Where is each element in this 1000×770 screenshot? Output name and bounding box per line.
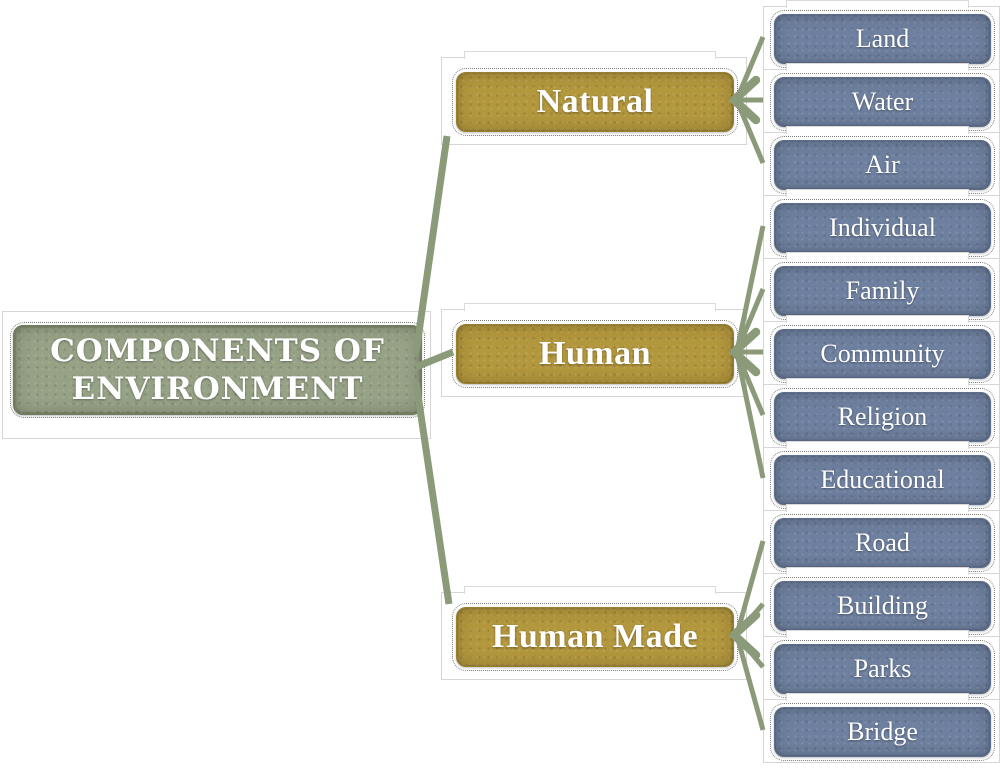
leaf-node-card-bridge: Bridge — [763, 693, 1000, 763]
card-back-layer — [786, 441, 969, 449]
leaf-node-card-building: Building — [763, 567, 1000, 637]
leaf-node-card-road: Road — [763, 504, 1000, 574]
branch-label: Human Made — [491, 618, 699, 655]
leaf-node-water: Water — [770, 73, 995, 131]
branch-node-card-natural: Natural — [441, 51, 747, 145]
leaf-label: Educational — [820, 465, 945, 494]
branch-label: Natural — [536, 83, 654, 120]
card-back-layer — [464, 586, 716, 594]
leaf-node-educational: Educational — [770, 451, 995, 509]
card-back-layer — [786, 0, 969, 8]
branch-node-human: Human — [452, 320, 738, 388]
root-title-line1: COMPONENTS OF — [50, 333, 385, 369]
card-back-layer — [786, 189, 969, 197]
leaf-label: Road — [855, 528, 910, 557]
leaf-node-card-family: Family — [763, 252, 1000, 322]
leaf-node-card-individual: Individual — [763, 189, 1000, 259]
card-back-layer — [786, 315, 969, 323]
leaf-label: Individual — [829, 213, 936, 242]
leaf-node-land: Land — [770, 10, 995, 68]
leaf-node-card-community: Community — [763, 315, 1000, 385]
leaf-node-family: Family — [770, 262, 995, 320]
leaf-label: Parks — [853, 654, 912, 683]
leaf-node-building: Building — [770, 577, 995, 635]
card-back-layer — [786, 504, 969, 512]
leaf-node-card-religion: Religion — [763, 378, 1000, 448]
root-title-line2: ENVIRONMENT — [71, 371, 364, 407]
leaf-label: Family — [845, 276, 920, 305]
leaf-label: Water — [851, 87, 914, 116]
card-back-layer — [786, 252, 969, 260]
branch-label: Human — [538, 335, 652, 372]
leaf-node-air: Air — [770, 136, 995, 194]
leaf-node-road: Road — [770, 514, 995, 572]
leaf-node-card-water: Water — [763, 63, 1000, 133]
card-back-layer — [786, 693, 969, 701]
leaf-node-card-parks: Parks — [763, 630, 1000, 700]
branch-node-natural: Natural — [452, 68, 738, 136]
leaf-node-card-land: Land — [763, 0, 1000, 70]
leaf-label: Air — [865, 150, 900, 179]
branch-node-card-human: Human — [441, 303, 747, 397]
leaf-label: Community — [820, 339, 945, 368]
branch-node-card-human-made: Human Made — [441, 586, 747, 680]
leaf-label: Religion — [837, 402, 928, 431]
leaf-label: Bridge — [847, 717, 918, 746]
leaf-node-parks: Parks — [770, 640, 995, 698]
root-node: COMPONENTS OF ENVIRONMENT — [10, 322, 425, 418]
card-back-layer — [786, 567, 969, 575]
card-back-layer — [786, 630, 969, 638]
leaf-node-community: Community — [770, 325, 995, 383]
leaf-node-card-air: Air — [763, 126, 1000, 196]
leaf-node-bridge: Bridge — [770, 703, 995, 761]
card-back-layer — [464, 303, 716, 311]
leaf-node-religion: Religion — [770, 388, 995, 446]
leaf-node-card-educational: Educational — [763, 441, 1000, 511]
root-node-card: COMPONENTS OF ENVIRONMENT — [2, 311, 431, 439]
branch-node-human-made: Human Made — [452, 603, 738, 671]
card-back-layer — [786, 63, 969, 71]
leaf-label: Building — [836, 591, 928, 620]
leaf-node-individual: Individual — [770, 199, 995, 257]
leaf-label: Land — [855, 24, 910, 53]
card-back-layer — [464, 51, 716, 59]
card-back-layer — [786, 378, 969, 386]
card-back-layer — [786, 126, 969, 134]
